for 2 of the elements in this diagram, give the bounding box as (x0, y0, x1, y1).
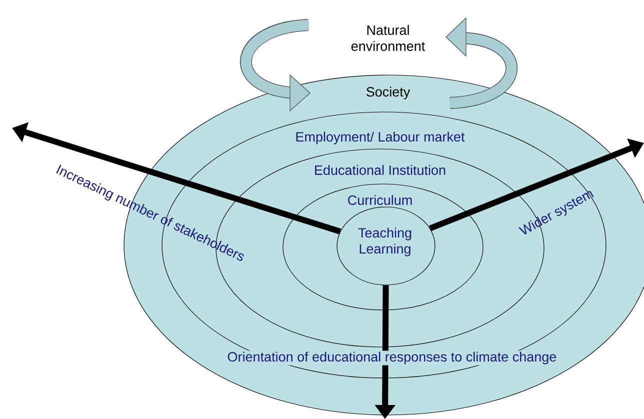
edge-label: Orientation of educational responses to climate change (226, 350, 558, 366)
label-text: Natural environment (351, 25, 426, 51)
